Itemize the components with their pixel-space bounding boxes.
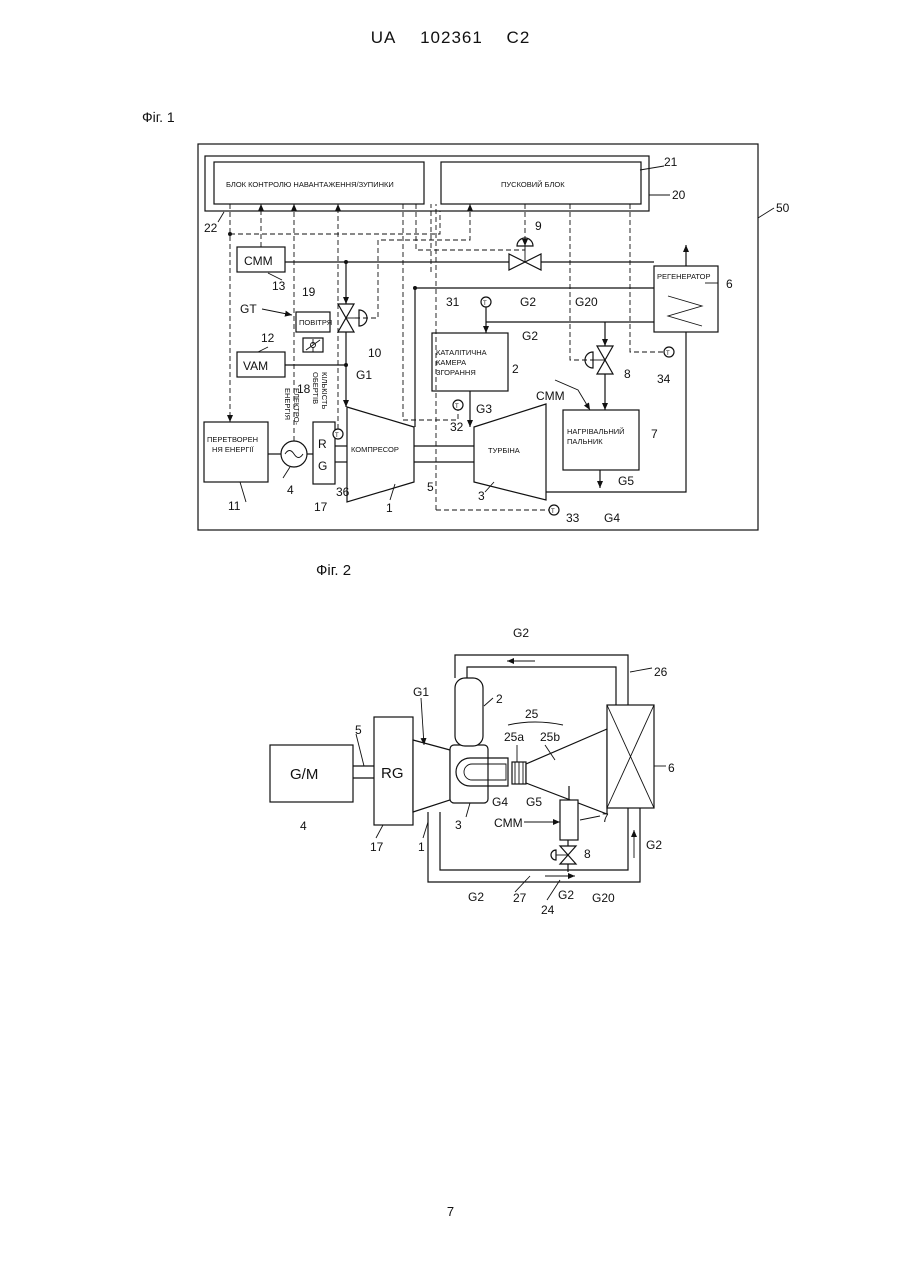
ref-g4: G4	[604, 511, 620, 525]
electro-label-2: ЕНЕРГІЯ	[283, 388, 292, 420]
svg-text:T: T	[666, 351, 670, 357]
ref-33: 33	[566, 511, 580, 525]
page-number: 7	[0, 1204, 901, 1219]
ref-g20: G20	[575, 295, 598, 309]
heater-label-2: ПАЛЬНИК	[567, 437, 603, 446]
ref-32: 32	[450, 420, 464, 434]
fig2-ref-g4: G4	[492, 795, 508, 809]
fig2-ref-25a: 25a	[504, 730, 524, 744]
catalytic-label-1: КАТАЛІТИЧНА	[436, 348, 487, 357]
fig2-ref-g1: G1	[413, 685, 429, 699]
ref-21: 21	[664, 155, 678, 169]
ref-5: 5	[427, 480, 434, 494]
ref-36: 36	[336, 485, 350, 499]
fig2-ref-4: 4	[300, 819, 307, 833]
ref-g2b: G2	[522, 329, 538, 343]
ref-g5: G5	[618, 474, 634, 488]
svg-text:T: T	[455, 404, 459, 410]
air-label: ПОВІТРЯ	[299, 318, 332, 327]
fig2-ref-g2-left: G2	[468, 890, 484, 904]
ref-1: 1	[386, 501, 393, 515]
regenerator-label: РЕГЕНЕРАТОР	[657, 272, 711, 281]
fig2-ref-g5: G5	[526, 795, 542, 809]
fig2-ref-27: 27	[513, 891, 527, 905]
power-conversion-label-2: НЯ ЕНЕРГІЇ	[212, 445, 254, 454]
fig2-diagram: G/M RG	[270, 626, 675, 917]
load-control-label: БЛОК КОНТРОЛЮ НАВАНТАЖЕННЯ/ЗУПИНКИ	[226, 180, 394, 189]
fig2-ref-g2-top: G2	[513, 626, 529, 640]
ref-3: 3	[478, 489, 485, 503]
fig2-ref-25b: 25b	[540, 730, 560, 744]
fig2-ref-24: 24	[541, 903, 555, 917]
svg-text:T: T	[551, 509, 555, 515]
power-conversion-label-1: ПЕРЕТВОРЕН	[207, 435, 258, 444]
ref-17: 17	[314, 500, 328, 514]
ref-13: 13	[272, 279, 286, 293]
fig2-ref-17: 17	[370, 840, 384, 854]
fig2-ref-6: 6	[668, 761, 675, 775]
cmm-label: CMM	[244, 254, 273, 268]
heater-label-1: НАГРІВАЛЬНИЙ	[567, 427, 625, 436]
rg-r-label: R	[318, 437, 327, 451]
catalytic-combustor-fig2	[455, 678, 483, 746]
ref-7: 7	[651, 427, 658, 441]
vam-label: VAM	[243, 359, 268, 373]
fig2-ref-g20: G20	[592, 891, 615, 905]
svg-text:T: T	[483, 301, 487, 307]
ref-g3: G3	[476, 402, 492, 416]
ref-50: 50	[776, 201, 790, 215]
gm-label: G/M	[290, 766, 318, 783]
rg-block	[313, 422, 335, 484]
svg-text:T: T	[335, 433, 339, 439]
ref-g1: G1	[356, 368, 372, 382]
turbine-label: ТУРБІНА	[488, 446, 520, 455]
ref-18: 18	[297, 382, 311, 396]
heater-burner-fig2	[560, 800, 578, 840]
ref-12: 12	[261, 331, 275, 345]
compressor-shape	[347, 407, 414, 502]
ref-31: 31	[446, 295, 460, 309]
rg-label-fig2: RG	[381, 765, 404, 782]
fig2-ref-8: 8	[584, 847, 591, 861]
fig2-ref-5: 5	[355, 723, 362, 737]
ref-6: 6	[726, 277, 733, 291]
ref-34: 34	[657, 372, 671, 386]
fig1-diagram: БЛОК КОНТРОЛЮ НАВАНТАЖЕННЯ/ЗУПИНКИ ПУСКО…	[198, 144, 790, 530]
rpm-label-1: КІЛЬКІСТЬ	[320, 372, 329, 409]
ref-gt: GT	[240, 302, 257, 316]
catalytic-label-2: КАМЕРА	[436, 358, 466, 367]
compressor-label: КОМПРЕСОР	[351, 445, 399, 454]
ref-g2a: G2	[520, 295, 536, 309]
catalytic-label-3: ЗГОРАННЯ	[436, 368, 476, 377]
ref-11: 11	[228, 499, 241, 513]
rpm-label-2: ОБЕРТІВ	[311, 372, 320, 404]
fig2-ref-26: 26	[654, 665, 668, 679]
fig2-ref-g2-right: G2	[646, 838, 662, 852]
fig2-ref-3: 3	[455, 818, 462, 832]
rg-g-label: G	[318, 459, 327, 473]
fig2-ref-1: 1	[418, 840, 425, 854]
cmm-line-label: CMM	[536, 389, 565, 403]
ref-20: 20	[672, 188, 686, 202]
ref-2: 2	[512, 362, 519, 376]
ref-8: 8	[624, 367, 631, 381]
fig2-ref-2: 2	[496, 692, 503, 706]
fig2-ref-cmm: CMM	[494, 816, 523, 830]
ref-9: 9	[535, 219, 542, 233]
compressor-shape-fig2	[413, 740, 450, 812]
ref-10: 10	[368, 346, 382, 360]
ref-4: 4	[287, 483, 294, 497]
ref-22: 22	[204, 221, 218, 235]
fig2-ref-7: 7	[602, 811, 609, 825]
fig2-ref-25: 25	[525, 707, 539, 721]
fig2-ref-g2-mid: G2	[558, 888, 574, 902]
start-unit-label: ПУСКОВИЙ БЛОК	[501, 180, 565, 189]
ref-19: 19	[302, 285, 316, 299]
